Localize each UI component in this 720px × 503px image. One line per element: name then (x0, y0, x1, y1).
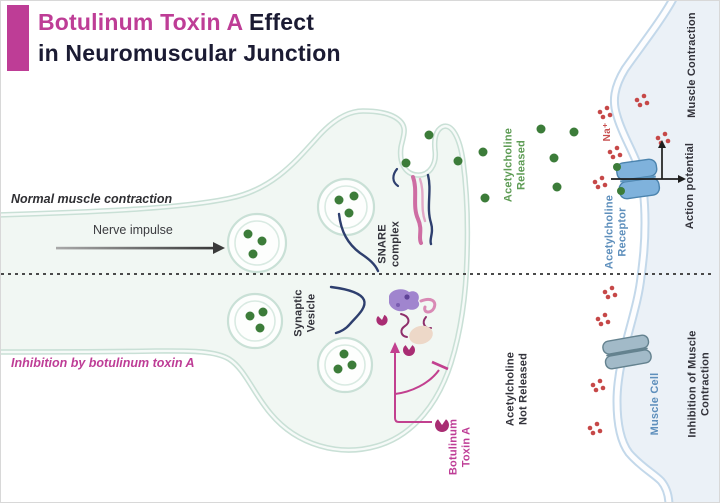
title-accent-bar (7, 5, 29, 71)
snare-cleaved-debris (329, 285, 437, 345)
page-title: Botulinum Toxin A Effect in Neuromuscula… (38, 7, 341, 69)
muscle-cell-label: Muscle Cell (648, 372, 661, 436)
action-potential-label: Action potential (683, 142, 696, 230)
muscle-cell-membrane (609, 1, 677, 502)
title-line2: in Neuromuscular Junction (38, 40, 341, 66)
botulinum-toxin-molecules (376, 314, 449, 432)
acetylcholine-released-dots (401, 124, 579, 203)
vesicle (226, 292, 284, 350)
action-potential-arrows (611, 140, 686, 183)
title-highlight: Botulinum Toxin A (38, 9, 243, 35)
vesicle (316, 336, 374, 394)
sodium-label: Na⁺ (601, 122, 613, 142)
muscle-cell-interior (614, 1, 719, 502)
vesicle (316, 177, 376, 237)
receptor-bound-acetylcholine (613, 163, 625, 195)
title-rest: Effect (242, 9, 315, 35)
normal-contraction-label: Normal muscle contraction (11, 192, 173, 206)
vesicle (226, 212, 288, 274)
muscle-contraction-label: Muscle Contraction (685, 12, 698, 118)
sodium-ion-clusters (587, 93, 671, 436)
synaptic-vesicles (226, 177, 376, 394)
presynaptic-terminal (1, 108, 471, 453)
nerve-impulse-arrow (56, 242, 225, 254)
acetylcholine-receptor-closed (602, 334, 652, 370)
snare-complex-intact (337, 167, 434, 273)
inhibition-scene-label: Inhibition by botulinum toxin A (11, 356, 195, 370)
toxin-pointer-lines (390, 342, 449, 423)
nerve-impulse-label: Nerve impulse (93, 223, 173, 237)
